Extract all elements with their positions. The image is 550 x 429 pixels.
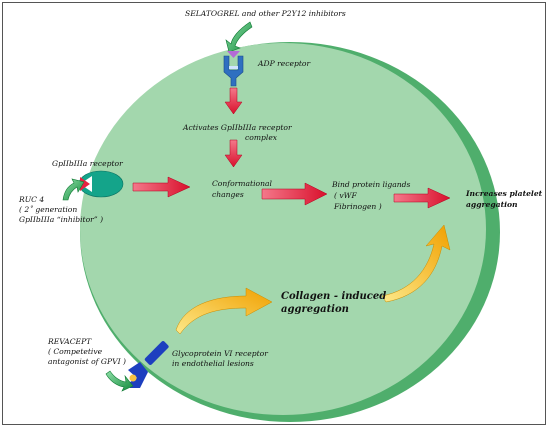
gpvi-receptor-icon	[128, 341, 169, 388]
ruc4-inhibitor-arrow	[62, 178, 85, 201]
adp-receptor-icon	[223, 51, 244, 87]
red-arrow-adp-down	[224, 87, 243, 115]
red-arrow-conformational-to-bind	[261, 182, 328, 206]
bind-label-line1: Bind protein ligands	[331, 180, 411, 189]
red-arrow-bind-to-increases	[393, 187, 451, 209]
ruc4-label-line2: ( 2˚ generation	[19, 205, 77, 214]
increases-label-line2: aggregation	[466, 200, 518, 209]
selatogrel-inhibitor-arrow	[225, 21, 253, 53]
conformational-label-line2: changes	[212, 190, 244, 199]
revacept-label-line3: antagonist of GPVI )	[48, 357, 126, 366]
adp-receptor-label: ADP receptor	[257, 59, 310, 68]
bind-label-line2: ( vWF	[334, 191, 357, 200]
ruc4-label-line3: GpIIbIIIa “inhibitor” )	[19, 215, 103, 224]
ruc4-label-line1: RUC 4	[18, 195, 44, 204]
selatogrel-label: SELATOGREL and other P2Y12 inhibitors	[185, 9, 346, 18]
bind-label-line3: Fibrinogen )	[333, 202, 382, 211]
conformational-label-line1: Conformational	[212, 179, 272, 188]
gold-arrow-collagen-to-increases	[381, 224, 451, 303]
collagen-label-line2: aggregation	[281, 304, 349, 315]
revacept-inhibitor-arrow	[105, 370, 134, 392]
revacept-label-line2: ( Competetive	[48, 347, 103, 356]
gold-arrow-gpvi-to-collagen	[175, 287, 273, 335]
increases-label-line1: Increases platelet	[465, 189, 543, 198]
cell-body	[80, 43, 486, 415]
revacept-label-line1: REVACEPT	[47, 337, 92, 346]
gp2b3a-receptor-icon	[78, 170, 124, 198]
gpvi-label-line2: in endothelial lesions	[172, 359, 254, 368]
red-arrow-gp-to-conformational	[132, 176, 191, 198]
red-arrow-activates-down	[224, 139, 243, 168]
gpvi-label-line1: Glycoprotein VI receptor	[172, 349, 268, 358]
collagen-label-line1: Collagen - induced	[281, 291, 386, 302]
activates-label-line1: Activates GpIIbIIIa receptor	[182, 123, 292, 132]
diagram-frame	[2, 2, 546, 425]
activates-label-line2: complex	[245, 133, 278, 142]
gp-receptor-label: GpIIbIIIa receptor	[52, 159, 123, 168]
